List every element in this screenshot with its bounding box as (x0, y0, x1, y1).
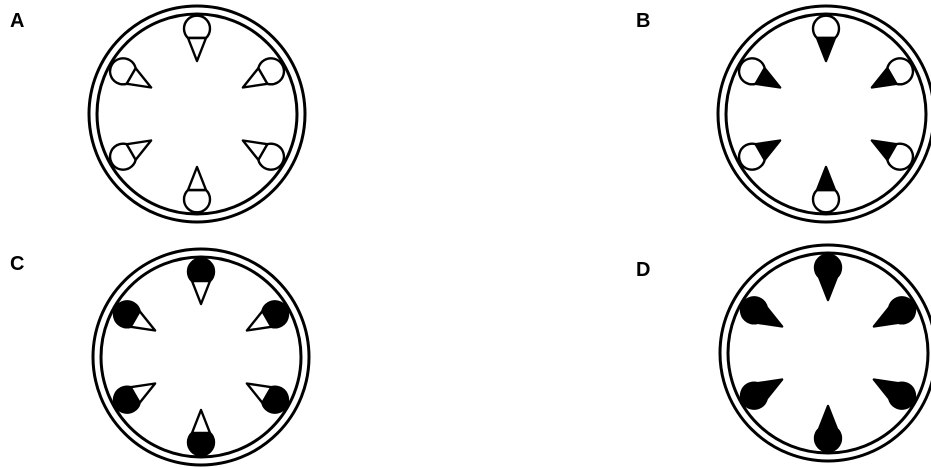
vascular-bundle (186, 257, 216, 306)
xylem (245, 382, 273, 404)
xylem (756, 378, 784, 400)
xylem (870, 139, 898, 161)
xylem (241, 139, 269, 161)
stem-svg (716, 4, 931, 224)
xylem (190, 279, 212, 306)
xylem (815, 36, 837, 63)
xylem (190, 408, 212, 435)
vascular-bundle (872, 378, 917, 410)
xylem (817, 404, 839, 431)
vascular-bundle (245, 300, 290, 332)
stem-cross-section-a (86, 3, 308, 225)
vascular-bundle (739, 296, 784, 328)
xylem (241, 67, 269, 89)
epidermis-outer-ring (87, 4, 307, 224)
xylem (186, 165, 208, 192)
vascular-bundle (108, 57, 153, 89)
phloem (186, 431, 216, 457)
vascular-bundle (870, 57, 915, 89)
xylem (129, 382, 157, 404)
phloem (811, 14, 841, 40)
vascular-bundle (872, 296, 917, 328)
epidermis-inner-ring (99, 255, 303, 459)
phloem (811, 188, 841, 214)
stem-svg (87, 4, 307, 224)
vascular-bundle (108, 139, 153, 171)
stem-svg (718, 243, 931, 463)
epidermis-inner-ring (724, 12, 928, 216)
panel-label-b: B (636, 10, 651, 32)
phloem (186, 257, 216, 283)
vascular-bundle (813, 253, 843, 302)
stem-cross-section-d (717, 242, 931, 464)
vascular-bundle (112, 300, 157, 332)
stem-cross-section-c (90, 246, 312, 468)
phloem (813, 427, 843, 453)
stem-svg (91, 247, 311, 467)
xylem (186, 36, 208, 63)
phloem (813, 253, 843, 279)
xylem (754, 139, 782, 161)
xylem (817, 275, 839, 302)
vascular-bundle (112, 382, 157, 414)
vascular-bundle (241, 57, 286, 89)
vascular-bundle (245, 382, 290, 414)
vascular-bundle (241, 139, 286, 171)
epidermis-outer-ring (718, 243, 931, 463)
stem-cross-section-b (715, 3, 931, 225)
vascular-bundle (186, 408, 216, 457)
epidermis-outer-ring (91, 247, 311, 467)
xylem (125, 139, 153, 161)
phloem (182, 14, 212, 40)
phloem (182, 188, 212, 214)
vascular-bundle (182, 14, 212, 63)
xylem (129, 310, 157, 332)
xylem (245, 310, 273, 332)
xylem (754, 67, 782, 89)
vascular-bundle (870, 139, 915, 171)
epidermis-outer-ring (716, 4, 931, 224)
xylem (125, 67, 153, 89)
epidermis-inner-ring (726, 251, 930, 455)
panel-label-a: A (10, 10, 25, 32)
vascular-bundle (811, 14, 841, 63)
vascular-bundle (739, 378, 784, 410)
vascular-bundle (737, 57, 782, 89)
panel-label-d: D (636, 259, 651, 281)
vascular-bundle (182, 165, 212, 214)
xylem (815, 165, 837, 192)
vascular-bundle (811, 165, 841, 214)
xylem (870, 67, 898, 89)
xylem (872, 306, 900, 328)
vascular-bundle (813, 404, 843, 453)
epidermis-inner-ring (95, 12, 299, 216)
xylem (872, 378, 900, 400)
vascular-bundle (737, 139, 782, 171)
panel-label-c: C (10, 253, 25, 275)
xylem (756, 306, 784, 328)
